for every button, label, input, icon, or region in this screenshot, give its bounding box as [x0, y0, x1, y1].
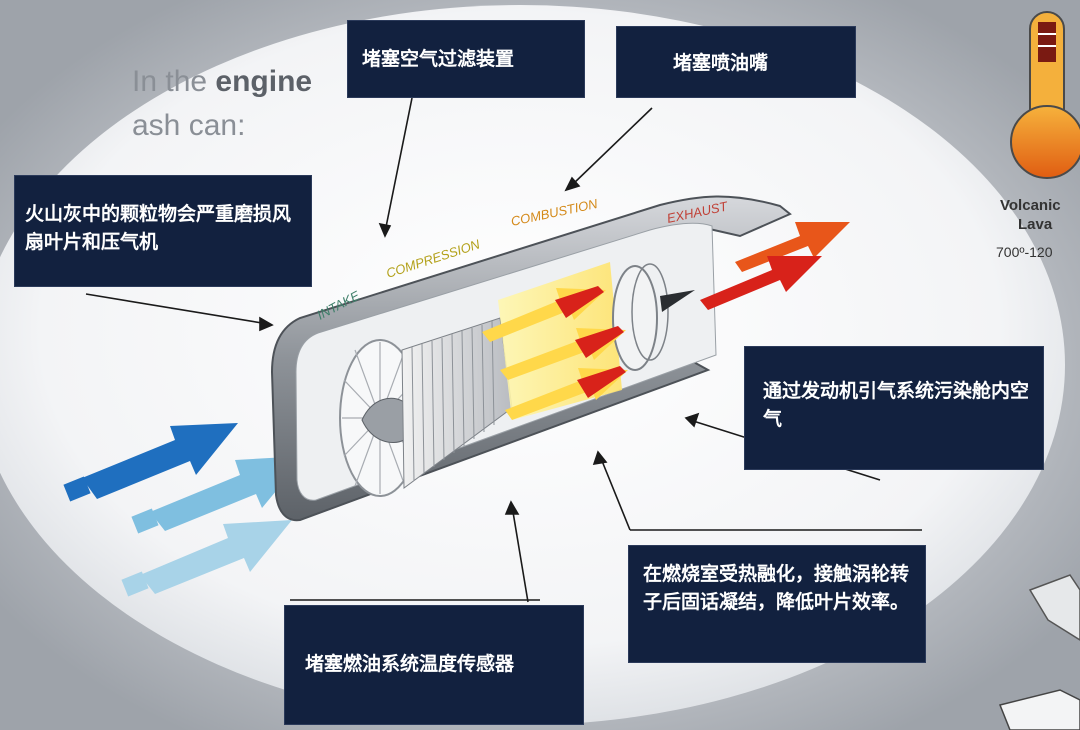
callout-fan-compressor-wear-text: 火山灰中的颗粒物会严重磨损风扇叶片和压气机: [25, 203, 292, 253]
thermometer-icon: [1010, 11, 1080, 179]
callout-air-filter: 堵塞空气过滤装置: [347, 20, 585, 98]
hot-arrow-mid-head: [575, 326, 624, 358]
leader-sensor: [511, 505, 529, 603]
volcanic-lava-title-line-1: Volcanic: [1000, 197, 1061, 214]
leader-nozzle-head: [564, 176, 581, 192]
callout-fuel-temp-sensor: 堵塞燃油系统温度传感器: [284, 605, 584, 725]
exhaust-cone: [660, 290, 695, 312]
leader-fan-head: [259, 316, 274, 332]
air-arrow-dark: [82, 423, 238, 499]
volcanic-lava-title-line-2: Lava: [1018, 216, 1053, 233]
leader-sensor-head: [504, 500, 520, 515]
callout-bleed-air-contamination-text: 通过发动机引气系统污染舱内空气: [763, 380, 1030, 430]
leader-nozzle: [571, 107, 653, 186]
hot-arrow-low-head: [577, 366, 626, 398]
air-intake-arrows: [63, 423, 305, 597]
leader-turbine: [599, 455, 631, 531]
callout-bleed-air-contamination: 通过发动机引气系统污染舱内空气: [744, 346, 1044, 470]
heading-line-1-bold: engine: [215, 65, 313, 98]
leader-turbine-head: [592, 450, 608, 466]
exhaust-arrow-lower: [700, 256, 822, 310]
leader-filter-head: [378, 222, 392, 238]
callout-fuel-nozzle-text: 堵塞喷油嘴: [673, 52, 769, 74]
heading-text: In the engine ash can:: [132, 60, 312, 148]
leader-fan: [85, 293, 269, 325]
exhaust-arrow-upper: [735, 222, 850, 272]
air-arrow-light-tail: [121, 571, 149, 597]
air-arrow-light: [140, 520, 292, 594]
volcanic-lava-title: Volcanic Lava: [1000, 196, 1080, 234]
air-arrow-mid-tail: [131, 508, 159, 534]
leader-filter: [384, 97, 413, 233]
exhaust-arrows: [700, 222, 850, 310]
heading-line-1-prefix: In the: [132, 65, 216, 98]
hot-arrow-top-head: [555, 286, 604, 318]
callout-air-filter-text: 堵塞空气过滤装置: [362, 48, 515, 70]
heading-line-2: ash can:: [132, 109, 246, 142]
jet-engine-cutaway: [270, 195, 850, 522]
heading-line-1: In the engine: [132, 60, 312, 104]
callout-turbine-deposit: 在燃烧室受热融化，接触涡轮转子后固话凝结，降低叶片效率。: [628, 545, 926, 663]
callout-turbine-deposit-text: 在燃烧室受热融化，接触涡轮转子后固话凝结，降低叶片效率。: [643, 563, 910, 613]
volcanic-lava-temperature: 700º-120: [996, 244, 1053, 260]
airplane-icon: [998, 574, 1080, 730]
callout-fan-compressor-wear: 火山灰中的颗粒物会严重磨损风扇叶片和压气机: [14, 175, 312, 287]
leader-bleed-head: [684, 412, 700, 428]
turbine-disk-2: [631, 263, 669, 361]
leader-lines: [85, 97, 922, 603]
callout-fuel-temp-sensor-text: 堵塞燃油系统温度传感器: [305, 653, 515, 675]
air-arrow-mid: [150, 456, 305, 531]
air-arrow-dark-tail: [63, 476, 91, 502]
hot-gas-arrows: [482, 286, 628, 420]
callout-fuel-nozzle: 堵塞喷油嘴: [616, 26, 856, 98]
turbine-disk: [612, 265, 658, 371]
